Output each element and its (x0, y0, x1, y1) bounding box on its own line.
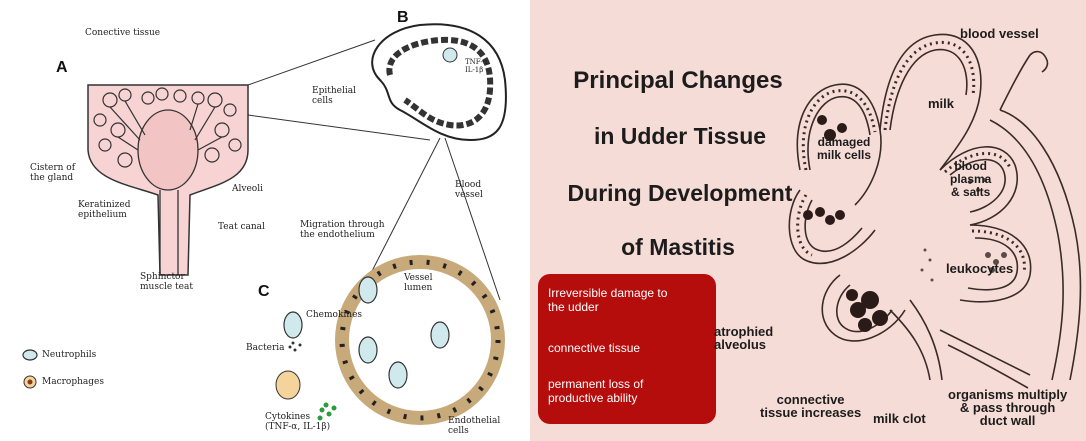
right-mastitis-panel: Principal Changes in Udder Tissue During… (530, 0, 1086, 441)
title-line-3: During Development (530, 180, 830, 207)
title-line-2: in Udder Tissue (530, 123, 830, 150)
label-teat-canal: Teat canal (218, 222, 265, 232)
box-item-2: connective tissue (548, 341, 640, 355)
label-vessel-lumen: Vessel lumen (404, 273, 432, 293)
label-endothelial: Endothelial cells (448, 416, 500, 436)
label-blood-vessel-right: blood vessel (960, 27, 1039, 40)
label-blood-plasma: blood plasma & salts (950, 160, 991, 199)
label-connective-tissue: Conective tissue (85, 28, 160, 38)
label-milk: milk (928, 97, 954, 110)
label-organisms: organisms multiply & pass through duct w… (948, 388, 1067, 427)
box-item-1: Irreversible damage to the udder (548, 286, 667, 314)
label-b: B (397, 13, 409, 23)
consequences-box: Irreversible damage to the udder connect… (538, 274, 716, 424)
label-sphincter: Sphinctor muscle teat (140, 272, 193, 292)
label-alveoli: Alveoli (232, 184, 263, 194)
box-item-3: permanent loss of productive ability (548, 377, 643, 405)
left-diagram-panel: A B C Conective tissue Cistern of the gl… (0, 0, 525, 441)
label-a: A (56, 63, 68, 73)
label-cytokines: Cytokines (TNF-α, IL-1β) (265, 412, 330, 432)
label-c: C (258, 287, 270, 297)
label-epithelial: Epithelial cells (312, 86, 356, 106)
label-milk-clot: milk clot (873, 412, 926, 425)
udder-anatomy-drawing (0, 0, 525, 441)
label-bacteria: Bacteria (246, 343, 285, 353)
cistern-shape (138, 110, 198, 190)
legend-neutrophils: Neutrophils (42, 350, 96, 360)
title-line-1: Principal Changes (530, 67, 828, 95)
title-line-4: of Mastitis (530, 234, 828, 261)
label-tnf-inside: TNF-α, IL-1β (465, 58, 490, 74)
label-leukocytes: leukocytes (946, 262, 1013, 275)
legend-macrophages: Macrophages (42, 377, 104, 387)
label-connective-increases: connective tissue increases (760, 393, 861, 419)
label-chemokines: Chemokines (306, 310, 362, 320)
label-migration: Migration through the endothelium (300, 220, 385, 240)
label-cistern: Cistern of the gland (30, 163, 75, 183)
label-keratinized: Keratinized epithelium (78, 200, 130, 220)
label-atrophied: atrophied alveolus (714, 325, 773, 351)
label-damaged-milk-cells: damaged milk cells (817, 136, 871, 162)
label-blood-vessel: Blood vessel (455, 180, 483, 200)
